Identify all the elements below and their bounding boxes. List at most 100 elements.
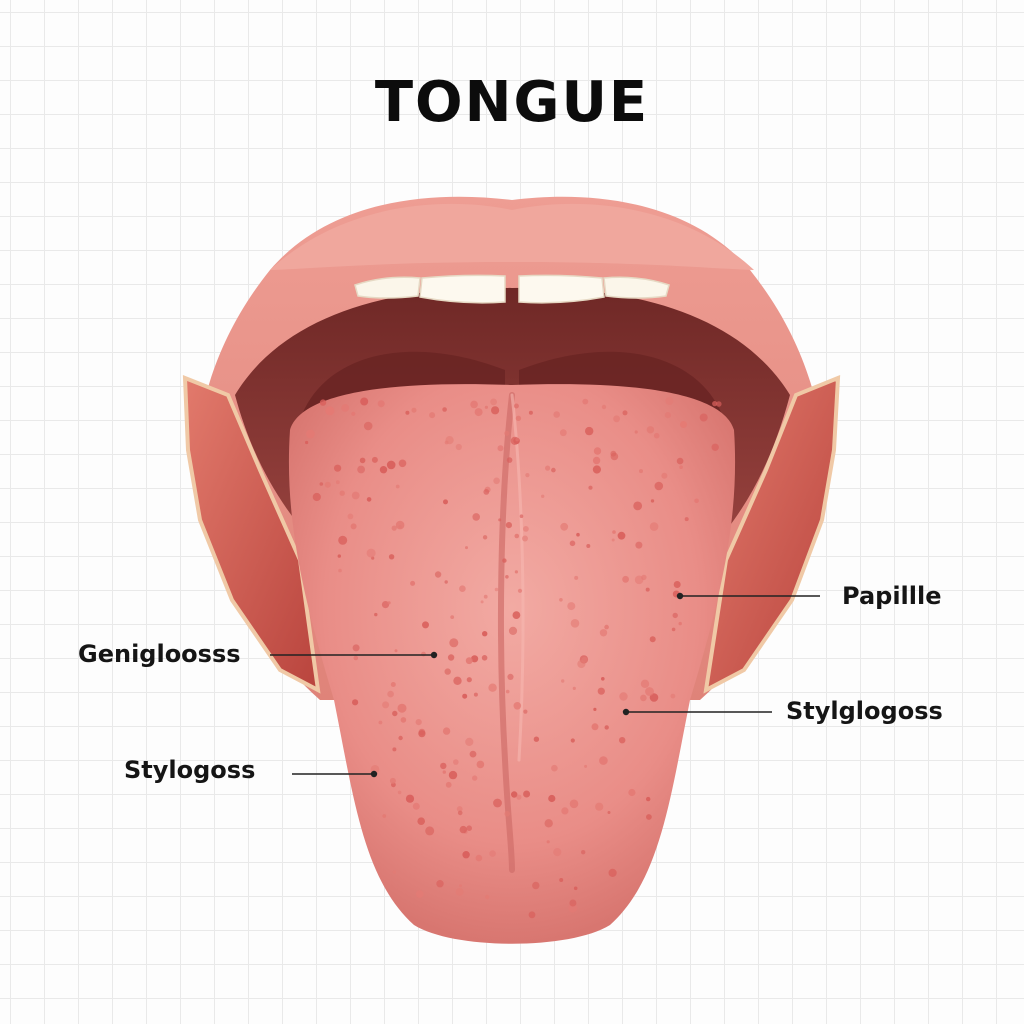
papilla-dot — [586, 544, 591, 548]
papilla-dot — [519, 514, 524, 518]
papilla-dot — [528, 410, 533, 415]
papilla-dot — [661, 472, 668, 479]
papilla-dot — [334, 464, 342, 472]
papilla-dot — [466, 825, 473, 831]
label-genioglossus: Genigloosss — [78, 640, 241, 668]
papilla-dot — [569, 799, 579, 809]
papilla-dot — [581, 850, 586, 855]
papilla-dot — [455, 888, 464, 896]
papilla-dot — [470, 400, 478, 409]
papilla-dot — [508, 626, 518, 636]
papilla-dot — [465, 737, 474, 747]
papilla-dot — [350, 523, 357, 530]
papilla-dot — [325, 406, 335, 416]
papilla-dot — [366, 548, 376, 558]
papilla-dot — [450, 615, 455, 619]
papilla-dot — [699, 413, 708, 422]
papilla-dot — [588, 485, 593, 490]
papilla-dot — [545, 465, 551, 471]
papilla-dot — [493, 477, 500, 485]
papilla-dot — [670, 693, 676, 699]
papilla-dot — [359, 457, 366, 464]
papilla-dot — [338, 568, 342, 573]
papilla-dot — [398, 735, 403, 741]
papilla-dot — [493, 798, 502, 808]
papilla-dot — [533, 736, 540, 742]
papilla-dot — [604, 725, 609, 730]
papilla-dot — [559, 598, 563, 602]
papilla-dot — [386, 460, 396, 470]
papilla-dot — [456, 806, 463, 812]
papilla-dot — [490, 398, 497, 406]
papilla-dot — [465, 657, 473, 665]
papilla-dot — [483, 489, 490, 495]
papilla-dot — [447, 654, 455, 661]
papilla-dot — [498, 518, 502, 522]
papilla-dot — [607, 811, 611, 814]
papilla-dot — [459, 585, 466, 592]
papilla-dot — [444, 668, 451, 675]
papilla-dot — [553, 848, 562, 857]
papilla-dot — [363, 421, 373, 431]
papilla-dot — [347, 513, 354, 520]
papilla-dot — [482, 535, 488, 540]
median-sulcus — [497, 392, 515, 873]
papilla-dot — [634, 430, 638, 434]
papilla-dot — [412, 802, 420, 810]
papilla-dot — [561, 679, 565, 683]
papilla-dot — [622, 575, 629, 583]
papilla-dot — [665, 397, 674, 405]
papilla-dot — [341, 404, 350, 412]
left-cheek-muscle — [182, 375, 321, 694]
papilla-dot — [528, 911, 536, 919]
papilla-dot — [339, 490, 345, 496]
page-title: TONGUE — [374, 70, 650, 135]
papilla-dot — [608, 868, 617, 878]
papilla-dot — [440, 762, 447, 770]
papilla-dot — [337, 554, 341, 558]
papilla-dot — [465, 546, 468, 550]
papilla-dot — [712, 401, 718, 407]
papilla-dot — [405, 410, 410, 415]
papilla-dot — [411, 407, 417, 413]
papilla-dot — [472, 513, 481, 521]
papilla-dot — [469, 750, 477, 758]
papilla-dot — [390, 682, 396, 687]
papilla-dot — [654, 481, 664, 491]
label-papillae: Papillle — [842, 582, 942, 610]
papilla-dot — [434, 571, 442, 578]
papilla-dot — [628, 788, 636, 797]
papilla-dot — [382, 701, 390, 709]
papilla-dot — [649, 693, 659, 702]
papilla-dot — [507, 673, 514, 681]
papilla-dot — [597, 687, 605, 695]
papilla-dot — [561, 807, 569, 815]
papilla-dot — [635, 541, 643, 549]
papilla-dot — [591, 723, 599, 731]
papilla-dot — [601, 404, 607, 410]
papilla-dot — [617, 531, 626, 540]
papilla-dot — [422, 621, 429, 629]
papilla-dot — [357, 465, 365, 474]
papilla-dot — [595, 802, 604, 811]
papilla-dot — [494, 587, 499, 592]
papilla-dot — [400, 717, 407, 723]
papilla-dot — [511, 791, 518, 798]
papilla-dot — [425, 826, 435, 836]
papilla-dot — [525, 473, 530, 478]
papilla-dot — [653, 432, 660, 439]
papillae-dots — [305, 397, 722, 919]
papilla-dot — [491, 406, 500, 415]
papilla-dot — [436, 880, 444, 888]
papilla-dot — [634, 575, 644, 585]
papilla-dot — [462, 693, 468, 699]
papilla-dot — [551, 467, 556, 473]
papilla-dot — [649, 522, 659, 531]
papilla-dot — [593, 447, 602, 455]
papilla-dot — [455, 443, 462, 451]
papilla-dot — [353, 655, 359, 661]
papilla-dot — [514, 570, 519, 574]
papilla-dot — [679, 465, 683, 470]
papilla-dot — [471, 655, 479, 663]
papilla-dot — [585, 426, 594, 436]
